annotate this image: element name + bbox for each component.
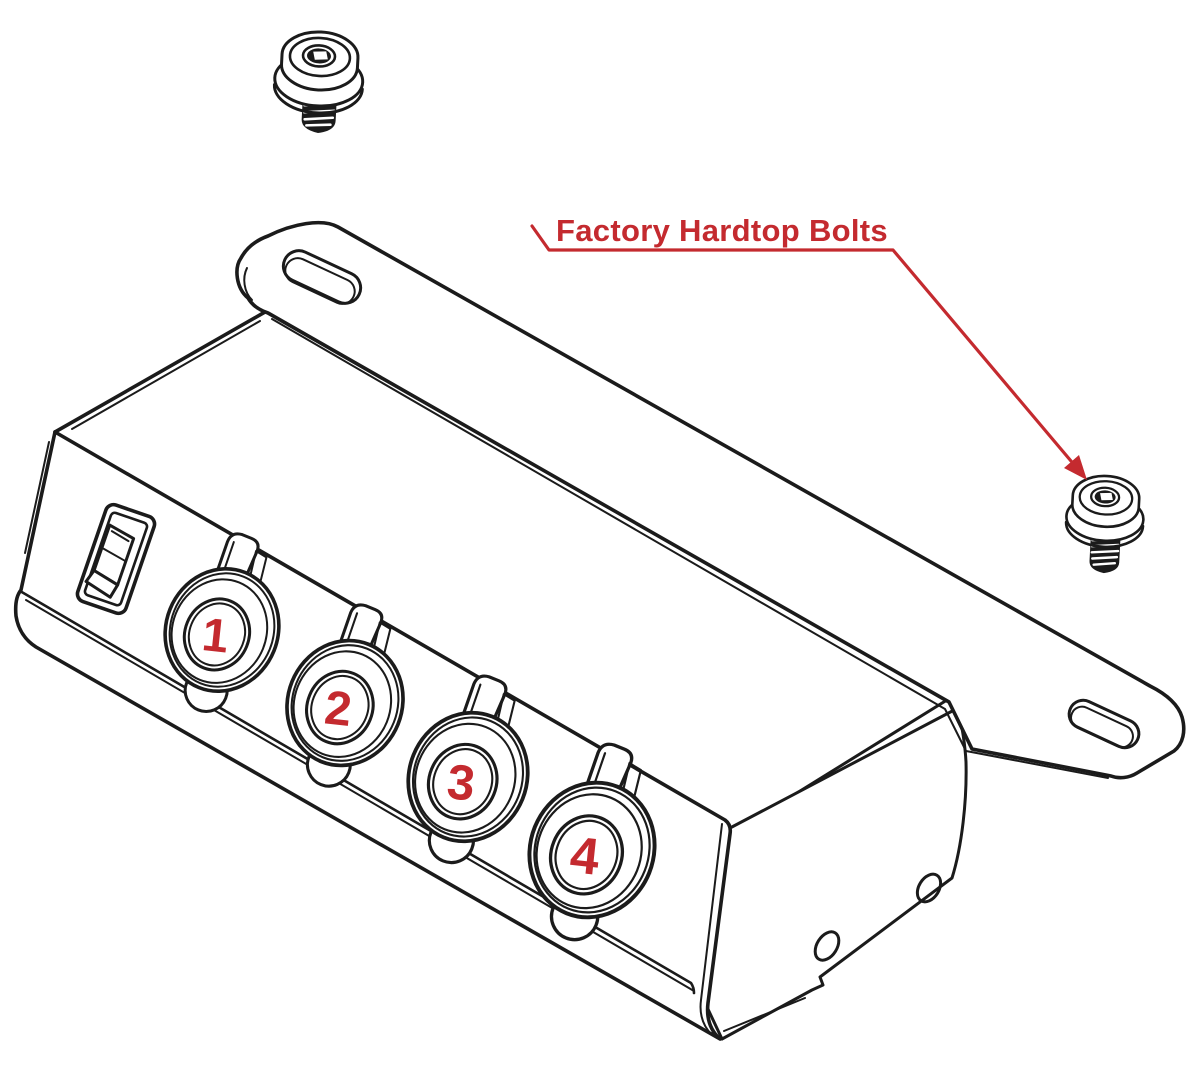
switch-bezel-inner: [83, 511, 149, 607]
switch-rocker-paddle: [84, 568, 120, 599]
socket-number: 2: [322, 682, 354, 737]
power-socket-2: 2: [258, 588, 437, 805]
right-face-edge-highlight: [723, 997, 806, 1032]
callout-leader-line: [530, 224, 1073, 463]
switch-rocker-split: [100, 546, 127, 563]
top-face-edge-highlight: [71, 320, 261, 430]
slot-outline: [281, 249, 363, 305]
hex-socket-highlight: [1100, 492, 1113, 501]
bracket-left-corner-thickness: [243, 267, 253, 301]
power-socket-3: 3: [378, 659, 563, 882]
socket-number: 4: [567, 825, 602, 886]
front-right-edge-highlight: [699, 823, 723, 1036]
mounting-hole: [813, 930, 841, 962]
bolt-head: [280, 30, 360, 92]
bolt-head: [1071, 474, 1141, 529]
bracket-plate: [235, 220, 1186, 780]
callout: Factory Hardtop Bolts: [530, 213, 1087, 480]
power-socket-1: 1: [137, 518, 312, 730]
top-face-left-edge: [53, 310, 267, 434]
hex-socket-highlight: [313, 51, 328, 60]
mounting-bracket: [235, 220, 1186, 780]
bracket-front-edge-thickness: [271, 318, 1109, 779]
factory-bolt-right: [1064, 474, 1145, 574]
left-mounting-slot: [281, 249, 363, 305]
switch-rocker-highlight: [110, 530, 130, 543]
arrowhead-icon: [1064, 455, 1087, 480]
top-face-surface: [55, 312, 947, 827]
front-left-edge-highlight: [24, 441, 50, 554]
rocker-switch: [75, 502, 157, 616]
socket-number: 1: [200, 607, 232, 662]
mounting-hole: [915, 872, 943, 904]
power-socket-4: 4: [498, 727, 691, 960]
callout-label: Factory Hardtop Bolts: [556, 213, 888, 248]
slot-inner-edge: [1070, 705, 1134, 749]
factory-bolt-top: [272, 30, 365, 133]
socket-number: 3: [445, 754, 478, 812]
right-mounting-slot: [1067, 698, 1141, 750]
enclosure-top-face: [53, 310, 949, 829]
slot-inner-edge: [284, 257, 356, 305]
